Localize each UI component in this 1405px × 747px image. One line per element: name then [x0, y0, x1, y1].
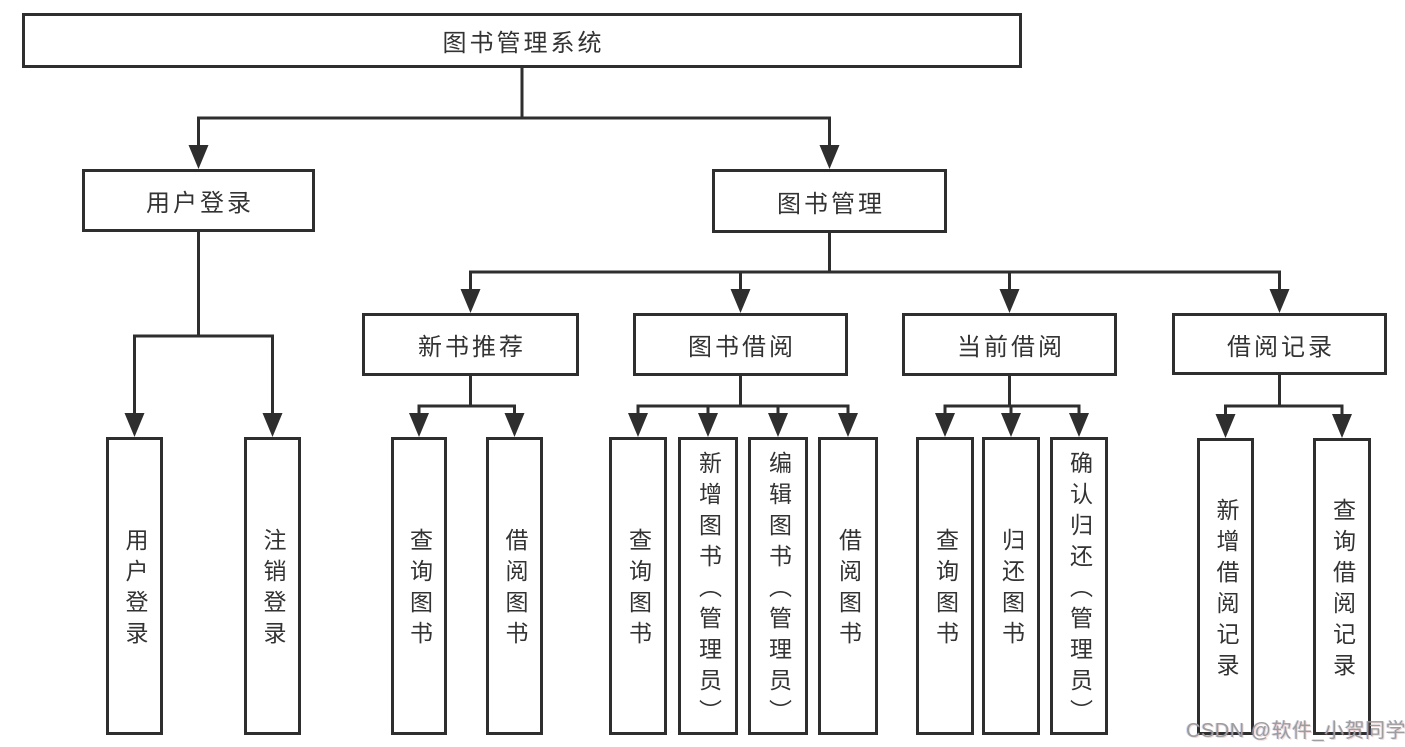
leaf-cb-query-book-label: 查询图书: [932, 528, 959, 652]
leaf-bb-query-book-label: 查询图书: [625, 528, 652, 652]
leaf-bb-edit-book-label: 编辑图书（管理员）: [765, 450, 792, 730]
leaf-cb-confirm-return-label: 确认归还（管理员）: [1066, 450, 1093, 730]
leaf-cb-return-book: 归还图书: [982, 437, 1040, 735]
connector-borrow-record-children: [1215, 373, 1352, 438]
connector-book-mgmt-modules: [460, 231, 1290, 313]
leaf-bb-borrow-book: 借阅图书: [818, 437, 878, 735]
connector-user-login-children: [124, 230, 283, 437]
node-new-book-rec: 新书推荐: [362, 313, 579, 376]
leaf-bb-borrow-book-label: 借阅图书: [835, 528, 862, 652]
watermark: CSDN @软件_小贺同学: [1186, 720, 1405, 742]
node-borrow-record-label: 借阅记录: [1227, 333, 1335, 361]
connector-current-borrow-children: [935, 374, 1089, 437]
leaf-br-add-record-label: 新增借阅记录: [1213, 497, 1239, 684]
node-user-login: 用户登录: [82, 169, 315, 232]
leaf-bb-edit-book: 编辑图书（管理员）: [748, 437, 808, 735]
leaf-user-login: 用户登录: [106, 437, 163, 735]
node-root: 图书管理系统: [22, 13, 1022, 68]
node-book-mgmt-label: 图书管理: [777, 190, 885, 218]
leaf-nb-query-book: 查询图书: [391, 437, 447, 735]
leaf-cb-return-book-label: 归还图书: [998, 528, 1025, 652]
connector-new-book-rec-children: [409, 374, 525, 437]
leaf-nb-query-book-label: 查询图书: [406, 528, 433, 652]
leaf-cb-query-book: 查询图书: [916, 437, 974, 735]
node-book-borrow-label: 图书借阅: [688, 334, 796, 361]
leaf-logout-label: 注销登录: [260, 528, 286, 652]
leaf-cb-confirm-return: 确认归还（管理员）: [1050, 437, 1108, 735]
leaf-user-login-label: 用户登录: [122, 528, 148, 652]
node-current-borrow: 当前借阅: [902, 313, 1117, 376]
leaf-bb-add-book: 新增图书（管理员）: [678, 437, 738, 735]
leaf-nb-borrow-book-label: 借阅图书: [502, 528, 528, 652]
leaf-logout: 注销登录: [244, 437, 301, 735]
leaf-br-query-record: 查询借阅记录: [1313, 438, 1371, 735]
node-borrow-record: 借阅记录: [1172, 313, 1387, 375]
node-book-mgmt: 图书管理: [712, 169, 947, 233]
node-new-book-rec-label: 新书推荐: [418, 334, 526, 361]
leaf-br-add-record: 新增借阅记录: [1197, 438, 1254, 735]
leaf-br-query-record-label: 查询借阅记录: [1329, 497, 1356, 684]
node-root-label: 图书管理系统: [442, 30, 605, 57]
connector-book-borrow-children: [628, 374, 858, 437]
node-book-borrow: 图书借阅: [633, 313, 848, 376]
leaf-nb-borrow-book: 借阅图书: [486, 437, 543, 735]
connector-root-to-branches: [188, 66, 840, 169]
leaf-bb-add-book-label: 新增图书（管理员）: [695, 450, 722, 730]
node-user-login-label: 用户登录: [146, 190, 254, 217]
leaf-bb-query-book: 查询图书: [609, 437, 667, 735]
node-current-borrow-label: 当前借阅: [957, 334, 1065, 361]
